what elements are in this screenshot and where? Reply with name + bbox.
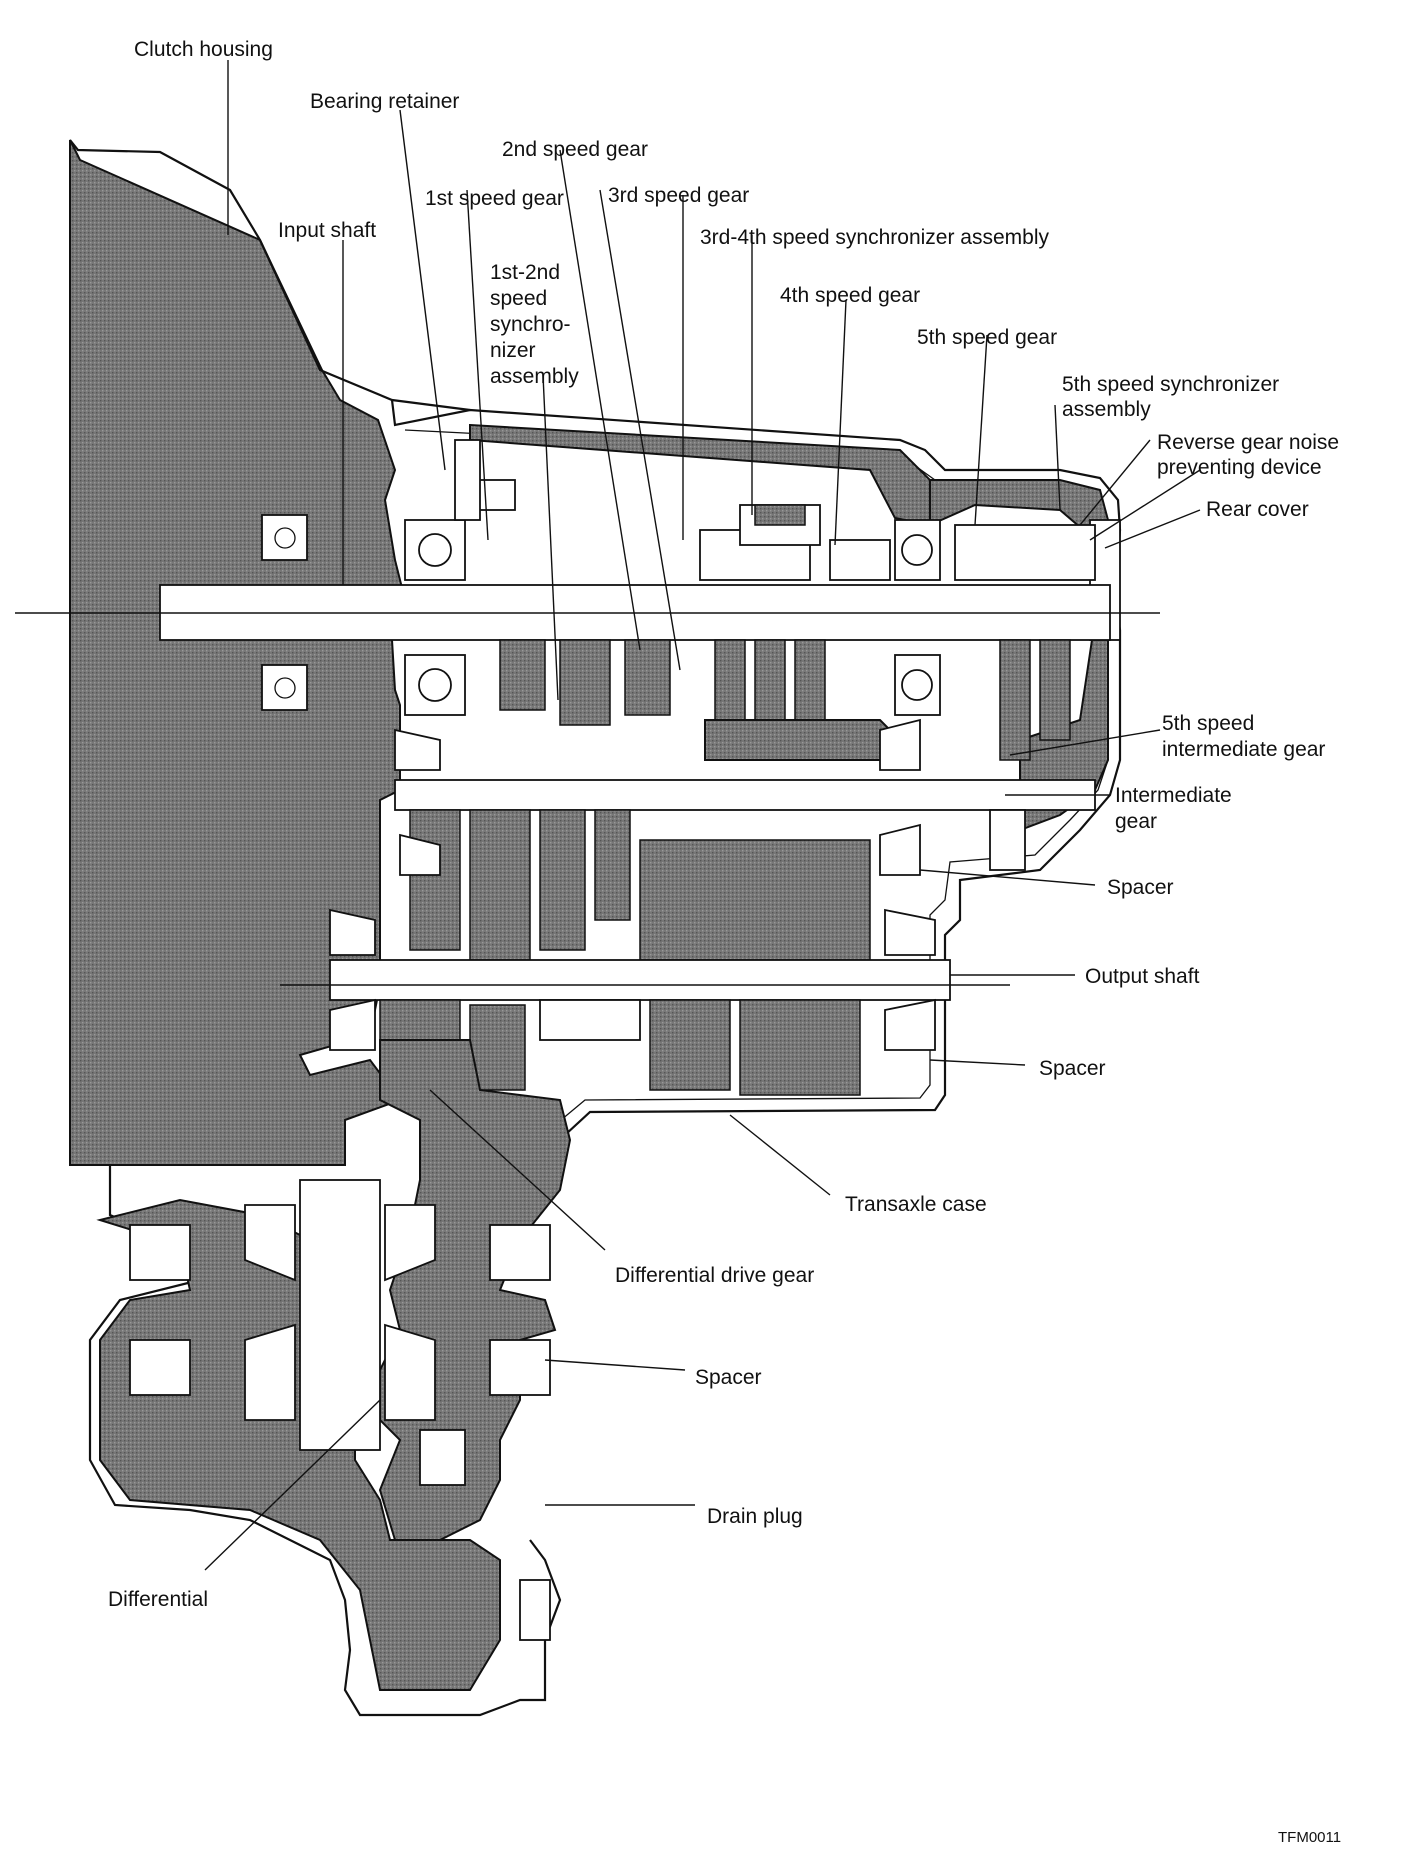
differential-carrier xyxy=(299,1179,381,1451)
label-intermediate-gear-line2: gear xyxy=(1115,810,1157,833)
label-drain-plug: Drain plug xyxy=(707,1505,803,1528)
label-output-shaft: Output shaft xyxy=(1085,965,1200,988)
output-bearing-left-lower xyxy=(329,998,376,1051)
label-intermediate-gear-line1: Intermediate xyxy=(1115,784,1232,807)
differential-pinion-left xyxy=(244,1204,296,1282)
label-reverse-noise-line2: preventing device xyxy=(1157,456,1322,479)
label-synchro-12-line3: synchro- xyxy=(490,313,571,336)
input-seal-upper xyxy=(261,514,308,561)
label-synchro-34: 3rd-4th speed synchronizer assembly xyxy=(700,226,1050,249)
label-5th-intermediate-line2: intermediate gear xyxy=(1162,738,1325,761)
differential-housing xyxy=(88,1165,562,1717)
clutch-housing-outer-contour xyxy=(69,139,471,412)
diff-bearing-left-lower xyxy=(129,1339,191,1396)
input-seal-roller-lower xyxy=(274,677,296,699)
differential-side-gear-left xyxy=(244,1323,296,1421)
label-synchro-12-line1: 1st-2nd xyxy=(490,261,560,284)
differential-side-gear-right xyxy=(384,1323,436,1421)
gear-case-shade-middle xyxy=(704,719,896,761)
tapered-bearing-right-upper xyxy=(879,718,921,771)
label-synchro-5-line1: 5th speed synchronizer xyxy=(1062,373,1279,396)
label-differential-drive-gear: Differential drive gear xyxy=(615,1264,814,1287)
label-1st-speed-gear: 1st speed gear xyxy=(425,187,564,210)
label-spacer-middle: Spacer xyxy=(1039,1057,1106,1080)
label-3rd-speed-gear: 3rd speed gear xyxy=(608,184,749,207)
intermediate-bearing-ball-lower xyxy=(901,669,933,701)
label-spacer-upper: Spacer xyxy=(1107,876,1174,899)
label-bearing-retainer: Bearing retainer xyxy=(310,90,459,113)
leader-lines xyxy=(204,60,1201,1571)
tapered-bearing-left-mid xyxy=(399,833,441,876)
intermediate-bearing-ball-upper xyxy=(901,534,933,566)
diff-bearing-right-lower xyxy=(489,1339,551,1396)
label-synchro-12-line5: assembly xyxy=(490,365,579,388)
output-bearing-right-upper xyxy=(884,908,936,956)
label-synchro-12-line2: speed xyxy=(490,287,547,310)
transaxle-case-lower-shade xyxy=(378,1039,572,1541)
differential-pinion-right xyxy=(384,1204,436,1282)
intermediate-shaft xyxy=(394,779,1096,811)
label-clutch-housing: Clutch housing xyxy=(134,38,273,61)
label-5th-intermediate-line1: 5th speed xyxy=(1162,712,1254,735)
input-seal-lower xyxy=(261,664,308,711)
input-bearing-ball-lower xyxy=(418,668,452,702)
label-synchro-12-line4: nizer xyxy=(490,339,536,362)
diff-bearing-right-upper xyxy=(489,1224,551,1281)
drawing xyxy=(15,139,1160,1717)
input-bearing-ball-upper xyxy=(418,533,452,567)
tapered-bearing-right-mid xyxy=(879,823,921,876)
label-2nd-speed-gear: 2nd speed gear xyxy=(502,138,648,161)
tapered-bearing-left-upper xyxy=(394,728,441,771)
output-bearing-right-lower xyxy=(884,998,936,1051)
transaxle-case-upper xyxy=(390,399,1122,1176)
label-rear-cover: Rear cover xyxy=(1206,498,1309,521)
label-spacer-lower: Spacer xyxy=(695,1366,762,1389)
label-synchro-5-line2: assembly xyxy=(1062,398,1151,421)
figure-code: TFM0011 xyxy=(1278,1829,1341,1846)
label-transaxle-case: Transaxle case xyxy=(845,1193,987,1216)
callout-labels: Clutch housing Bearing retainer 2nd spee… xyxy=(108,38,1341,1846)
label-differential: Differential xyxy=(108,1588,208,1611)
label-reverse-noise-line1: Reverse gear noise xyxy=(1157,431,1339,454)
label-4th-speed-gear: 4th speed gear xyxy=(780,284,920,307)
bearing-retainer-plate xyxy=(454,439,481,521)
output-shaft xyxy=(329,959,951,1001)
diff-bearing-left-upper xyxy=(129,1224,191,1281)
input-seal-roller-upper xyxy=(274,527,296,549)
intermediate-gear-cluster xyxy=(409,809,1026,961)
label-5th-speed-gear: 5th speed gear xyxy=(917,326,1057,349)
label-input-shaft: Input shaft xyxy=(278,219,376,242)
synchro-34-sleeve xyxy=(754,504,806,526)
drain-plug-shape xyxy=(519,1579,551,1641)
speedo-gear-block xyxy=(419,1429,466,1486)
case-top-wall xyxy=(469,423,931,527)
output-bearing-left-upper xyxy=(329,908,376,956)
